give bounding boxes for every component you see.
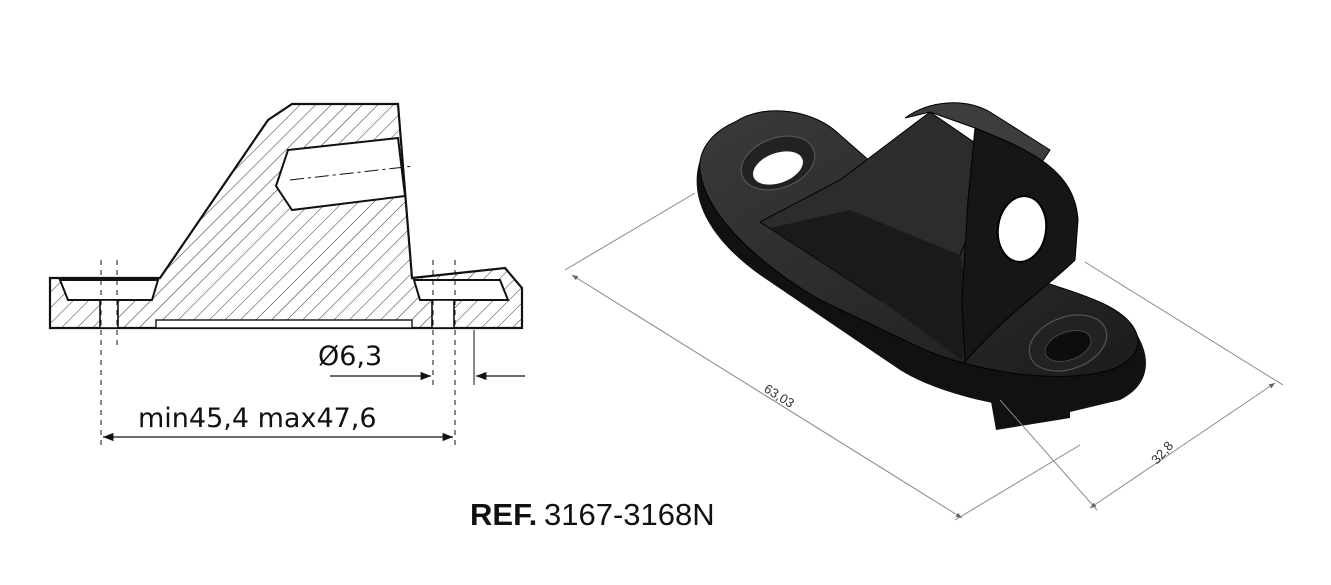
pin-bore: [996, 195, 1048, 263]
pin-hole-centerline: [289, 165, 415, 181]
hole-diameter-label: Ø6,3: [318, 341, 382, 372]
bottom-recess: [155, 319, 413, 329]
width-extension-top: [1084, 261, 1284, 386]
width-extension-bottom: [999, 399, 1098, 511]
section-view: Ø6,3 min45,4 max47,6: [48, 102, 525, 445]
length-extension-left: [564, 192, 696, 271]
reference-code: 3167-3168N: [544, 497, 715, 532]
length-label: 63,03: [761, 381, 797, 411]
reference-caption: REF. 3167-3168N: [470, 497, 715, 532]
base-plate-bottom-tab: [990, 396, 1070, 430]
isometric-view: 63,03 32,8: [564, 102, 1284, 521]
width-label: 32,8: [1148, 438, 1176, 467]
span-label: min45,4 max47,6: [138, 403, 377, 434]
length-extension-right: [954, 444, 1081, 521]
left-bolt-hole: [99, 299, 119, 329]
right-bolt-hole: [431, 299, 455, 329]
length-dimension-line: [571, 274, 963, 519]
width-dimension-line: [1089, 382, 1276, 509]
left-counterbore: [58, 279, 160, 301]
reference-prefix: REF.: [470, 497, 537, 532]
right-counterbore: [412, 279, 510, 301]
left-mount-hole-inner: [753, 151, 803, 185]
right-mount-hole-inner: [1044, 329, 1092, 363]
